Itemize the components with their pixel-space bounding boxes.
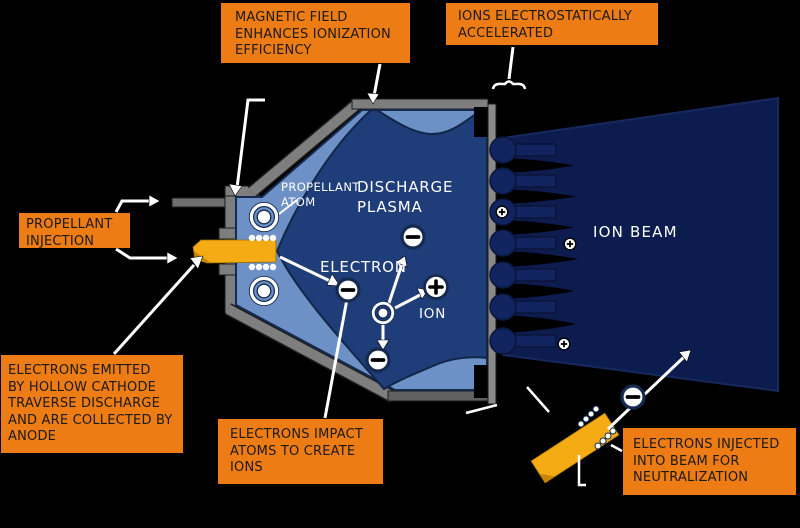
arrowhead <box>166 251 179 265</box>
plus-icon <box>563 237 577 251</box>
plus-icon <box>495 205 509 219</box>
particles <box>248 201 646 410</box>
atom-icon <box>371 301 395 325</box>
arrow-electrons-emitted <box>112 263 196 356</box>
label-electron: ELECTRON <box>320 258 407 276</box>
beam-gap <box>500 315 576 333</box>
callout-electrons-injected: ELECTRONS INJECTED INTO BEAM FOR NEUTRAL… <box>623 428 796 495</box>
beam-gap <box>500 189 576 204</box>
atom-icon <box>248 201 280 233</box>
label-text: PLASMA <box>357 198 423 216</box>
callout-text: ATOMS TO CREATE <box>230 443 356 459</box>
label-ion-beam: ION BEAM <box>593 223 678 241</box>
propellant-feed-pipe <box>171 197 231 208</box>
arrow-ions-accelerated <box>507 46 515 80</box>
neutralizer-emission-dots <box>577 405 617 450</box>
arrow-propellant-top <box>114 199 150 213</box>
beam-gap <box>500 220 574 235</box>
callout-ions-accelerated: IONS ELECTROSTATICALLY ACCELERATED <box>446 3 658 45</box>
beam-gap <box>500 283 574 299</box>
callout-text: ENHANCES IONIZATION <box>235 26 391 42</box>
label-text: PROPELLANT <box>281 180 360 194</box>
label-text: DISCHARGE <box>357 178 454 196</box>
cathode-flange-top <box>218 227 237 240</box>
arrow-propellant-bottom <box>115 247 168 260</box>
grid-brace <box>491 80 527 90</box>
callout-text: ELECTRONS IMPACT <box>230 427 364 442</box>
line-grid-pointer <box>465 403 498 415</box>
callout-text: TRAVERSE DISCHARGE <box>8 396 161 411</box>
arrow-atom-electron-up <box>387 263 404 304</box>
callout-text: ACCELERATED <box>458 25 554 41</box>
grid-beamlets <box>489 136 557 355</box>
ion-beam-shape <box>489 96 779 393</box>
hollow-cathode <box>192 234 277 271</box>
electron-icon <box>400 224 426 250</box>
arrowhead <box>395 255 408 268</box>
discharge-chamber-walls <box>171 98 489 403</box>
callout-text: AND ARE COLLECTED BY <box>8 412 173 428</box>
arrowhead <box>326 273 341 287</box>
cathode-emission-dots <box>248 234 277 271</box>
callout-text: MAGNETIC FIELD <box>235 10 348 25</box>
callout-magnetic-field: MAGNETIC FIELD ENHANCES IONIZATION EFFIC… <box>221 3 410 63</box>
neutralizer-cathode <box>530 405 620 484</box>
callout-text: INTO BEAM FOR <box>633 453 740 469</box>
callout-text: BY HOLLOW CATHODE <box>8 379 157 395</box>
callout-text: IONS ELECTROSTATICALLY <box>458 9 633 24</box>
arrow-cathode-electron <box>279 255 331 283</box>
atom-icon <box>248 275 280 307</box>
line-neutralizer-bracket <box>577 455 586 487</box>
callout-electrons-impact: ELECTRONS IMPACT ATOMS TO CREATE IONS <box>218 419 383 484</box>
label-text: ATOM <box>281 194 316 209</box>
electron-icon <box>335 277 361 303</box>
line-electrons-injected <box>610 443 623 453</box>
beam-gap <box>500 158 574 173</box>
wall-top-diagonal <box>248 100 361 196</box>
arrow-magnetic-field-right <box>372 63 382 97</box>
callout-text: EFFICIENCY <box>235 43 312 58</box>
line-electrons-impact <box>323 298 349 419</box>
line-propellant-atom-label <box>278 199 298 215</box>
arrow-magnetic-field-left <box>235 98 265 189</box>
electron-icon <box>620 384 646 410</box>
label-propellant-atom: PROPELLANT ATOM <box>281 180 360 209</box>
wall-bottom-anode <box>387 390 489 402</box>
callout-text: NEUTRALIZATION <box>633 470 749 485</box>
callout-text: PROPELLANT <box>26 217 113 232</box>
arrowhead <box>366 92 380 105</box>
callout-text: INJECTION <box>26 233 95 249</box>
arrowhead <box>189 255 204 270</box>
callout-text: ANODE <box>8 429 57 444</box>
arrowhead <box>376 339 390 351</box>
neutralizer-tip-shadow <box>539 473 556 483</box>
discharge-chamber-interior <box>235 107 492 398</box>
neutralizer-body <box>530 412 620 484</box>
arrow-atom-ion <box>394 293 421 310</box>
arrowhead <box>148 194 161 208</box>
arrowheads <box>148 92 692 363</box>
callout-arrows <box>112 46 686 487</box>
line-neutralizer-pointer <box>526 386 550 413</box>
callout-text: IONS <box>230 460 263 475</box>
label-discharge-plasma: DISCHARGE PLASMA <box>357 177 453 217</box>
ion-icon <box>423 274 449 300</box>
cathode-flange-bottom <box>218 263 237 276</box>
wall-bottom-diagonal <box>225 304 396 402</box>
beam-gap <box>500 251 578 267</box>
label-ion: ION <box>419 306 447 322</box>
callout-electrons-emitted: ELECTRONS EMITTED BY HOLLOW CATHODE TRAV… <box>1 355 183 453</box>
arrowhead <box>228 183 243 197</box>
callout-propellant-injection: PROPELLANT INJECTION <box>19 213 130 249</box>
arrowhead <box>678 349 692 363</box>
callout-text: ELECTRONS EMITTED <box>8 363 151 378</box>
callout-text: ELECTRONS INJECTED <box>633 437 780 452</box>
electron-icon <box>365 347 391 373</box>
arrow-neutralizer-beam <box>606 355 686 431</box>
plus-icon <box>557 337 571 351</box>
